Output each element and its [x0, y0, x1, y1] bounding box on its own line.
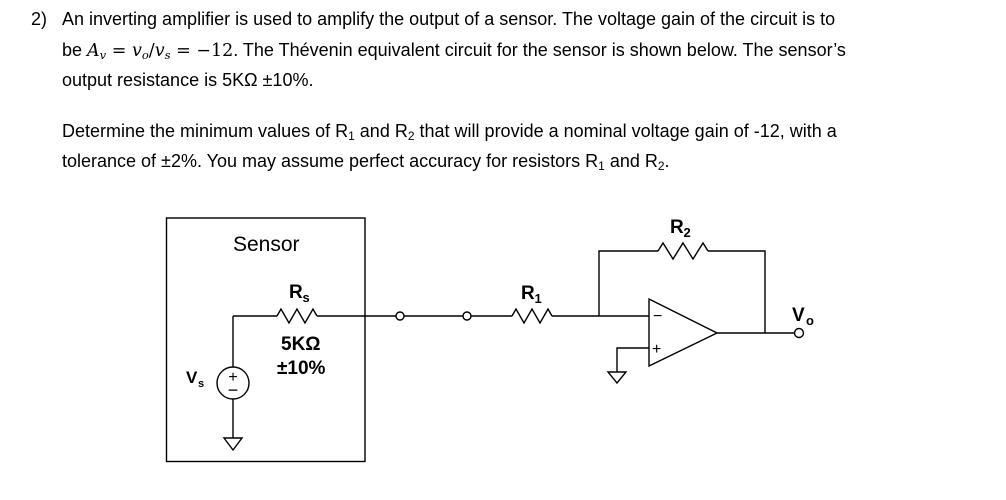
vo-label-subscript: o [806, 313, 814, 328]
text-segment: Determine the minimum values of R [62, 120, 349, 141]
subscript: o [141, 47, 149, 62]
text-segment: output resistance is 5KΩ ±10%. [62, 70, 314, 90]
text-segment: and R [604, 151, 658, 171]
text-line: Determine the minimum values of R1 and R… [62, 116, 846, 147]
text-segment: A [87, 40, 100, 61]
opamp [648, 297, 719, 368]
text-segment: / [148, 40, 155, 61]
wire-noninverting-input [616, 347, 649, 372]
opamp-noninverting-input-sign: + [652, 341, 661, 358]
rs-label-subscript: s [303, 290, 310, 305]
text-segment: An inverting amplifier is used to amplif… [62, 9, 836, 29]
text-segment: . [664, 151, 670, 171]
problem-text: An inverting amplifier is used to amplif… [62, 4, 846, 177]
resistor-r1 [511, 307, 553, 325]
subscript: 1 [598, 159, 605, 173]
terminal-output [793, 327, 805, 339]
text-segment: that will provide a nominal voltage gain… [414, 120, 837, 141]
vs-label-subscript: s [198, 378, 204, 390]
resistor-rs [276, 307, 318, 325]
ground-symbol-opamp [606, 371, 628, 385]
rs-value-label: 5KΩ [281, 334, 321, 355]
text-segment: = [106, 40, 132, 61]
text-segment: = −12 [170, 40, 234, 61]
voltage-source-plus: + [228, 369, 237, 386]
resistor-r2 [657, 241, 709, 261]
subscript: s [164, 47, 171, 62]
subscript: v [99, 47, 107, 62]
subscript: 2 [657, 159, 665, 173]
text-line: tolerance of ±2%. You may assume perfect… [62, 146, 846, 177]
vs-label: V [186, 368, 198, 387]
text-segment: v [154, 40, 165, 61]
rs-label: R [289, 282, 303, 303]
terminal-sensor-output [395, 311, 405, 321]
opamp-inverting-input-sign: − [653, 308, 662, 325]
wire-feedback-right [708, 250, 766, 333]
r2-label: R [670, 217, 684, 238]
text-segment: be [62, 39, 88, 60]
vo-label: V [792, 305, 805, 326]
terminal-amplifier-input [462, 311, 472, 321]
r1-label: R [521, 283, 535, 304]
text-segment: . The Thévenin equivalent circuit for th… [233, 39, 846, 60]
sensor-box [165, 217, 366, 463]
paragraph: An inverting amplifier is used to amplif… [62, 4, 846, 96]
ground-symbol-sensor [222, 437, 244, 452]
text-segment: v [131, 40, 142, 61]
text-line: be Av = vo/vs = −12. The Thévenin equiva… [62, 35, 846, 66]
voltage-source-minus: − [228, 380, 239, 400]
text-line: output resistance is 5KΩ ±10%. [62, 65, 846, 96]
paragraph: Determine the minimum values of R1 and R… [62, 116, 846, 177]
sensor-box-label: Sensor [233, 233, 300, 256]
wire-feedback-left [598, 250, 658, 316]
text-segment: and R [354, 120, 408, 141]
text-segment: tolerance of ±2%. You may assume perfect… [62, 151, 599, 171]
r2-label-subscript: 2 [684, 225, 691, 240]
rs-tolerance-label: ±10% [277, 358, 326, 379]
problem-number: 2) [31, 9, 48, 29]
subscript: 1 [348, 128, 355, 143]
text-line: An inverting amplifier is used to amplif… [62, 4, 846, 35]
subscript: 2 [407, 128, 415, 143]
r1-label-subscript: 1 [535, 291, 542, 306]
